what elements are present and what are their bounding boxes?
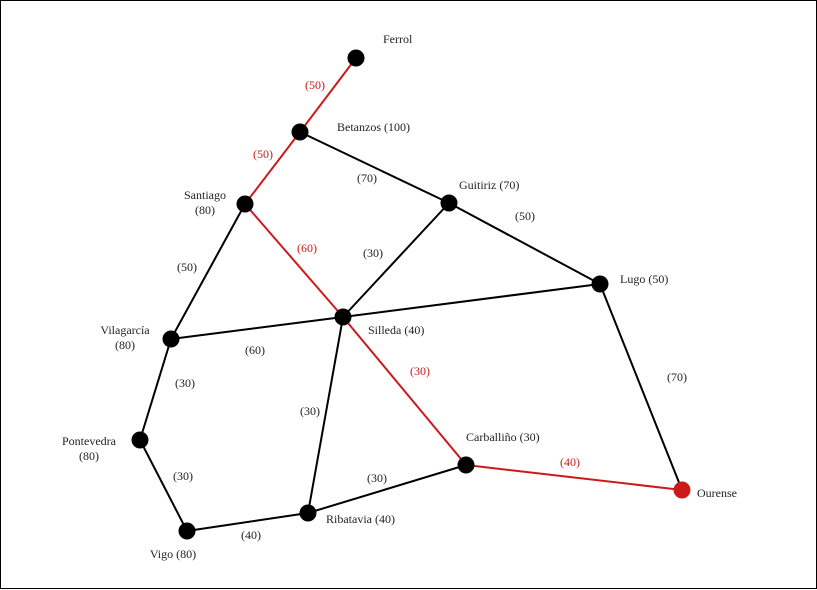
nodes-layer [131,49,691,540]
edge-vilagarcia-silleda [170,316,344,340]
edge-weight-silleda-carballino: (30) [410,364,430,378]
edge-ferrol-betanzos [299,57,357,133]
edge-weight-santiago-silleda: (60) [297,241,317,255]
node-label-line: Ourense [697,486,737,500]
edge-weight-silleda-ribatavia: (30) [300,404,320,418]
edge-weight-santiago-vilagarcia: (50) [177,260,197,274]
node-label-line: Vigo (80) [150,547,196,561]
edge-weight-ribatavia-carballino: (30) [367,471,387,485]
node-label-line: Pontevedra [62,434,117,448]
edge-guitiriz-lugo [448,202,601,285]
edge-weight-pontevedra-vigo: (30) [173,469,193,483]
node-ferrol [347,49,365,67]
edge-weight-ferrol-betanzos: (50) [305,78,325,92]
node-ourense [673,481,691,499]
node-label-ribatavia: Ribatavia (40) [326,512,395,526]
node-label-line: Santiago [184,188,226,202]
edge-betanzos-santiago [244,131,301,205]
node-label-pontevedra: Pontevedra(80) [62,434,117,463]
node-label-line: Ferrol [383,32,413,46]
node-label-line: Ribatavia (40) [326,512,395,526]
node-carballino [457,456,475,474]
node-label-line: (80) [79,449,99,463]
node-lugo [591,275,609,293]
node-betanzos [291,123,309,141]
edge-weight-carballino-ourense: (40) [560,455,580,469]
edge-vilagarcia-pontevedra [139,338,172,441]
node-label-betanzos: Betanzos (100) [337,120,410,134]
node-guitiriz [440,194,458,212]
edge-lugo-ourense [599,283,683,491]
edge-silleda-carballino [342,316,467,466]
edge-weight-betanzos-santiago: (50) [253,147,273,161]
node-label-line: (80) [195,203,215,217]
edge-weight-guitiriz-silleda: (30) [363,246,383,260]
edge-weight-guitiriz-lugo: (50) [515,209,535,223]
node-label-silleda: Silleda (40) [368,323,424,337]
node-label-line: Carballiño (30) [466,430,540,444]
edge-weight-vilagarcia-pontevedra: (30) [175,376,195,390]
node-vilagarcia [162,330,180,348]
node-ribatavia [299,504,317,522]
node-label-ourense: Ourense [697,486,737,500]
edge-weight-vilagarcia-silleda: (60) [245,343,265,357]
node-label-guitiriz: Guitiriz (70) [459,178,519,192]
edge-silleda-ribatavia [307,316,344,514]
edges-layer [139,57,683,532]
node-label-line: Betanzos (100) [337,120,410,134]
node-label-line: Guitiriz (70) [459,178,519,192]
node-label-ferrol: Ferrol [383,32,413,46]
node-label-line: (80) [115,338,135,352]
edge-ribatavia-carballino [307,464,467,514]
edge-weight-lugo-ourense: (70) [667,370,687,384]
node-label-line: Lugo (50) [620,272,668,286]
node-label-carballino: Carballiño (30) [466,430,540,444]
edge-silleda-lugo [342,283,601,318]
node-silleda [334,308,352,326]
node-label-vilagarcia: Vilagarcía(80) [100,323,150,352]
node-santiago [236,195,254,213]
edge-weight-vigo-ribatavia: (40) [241,528,261,542]
edge-pontevedra-vigo [139,439,188,532]
node-label-lugo: Lugo (50) [620,272,668,286]
node-label-vigo: Vigo (80) [150,547,196,561]
edge-betanzos-guitiriz [299,131,450,204]
edge-weight-betanzos-guitiriz: (70) [357,171,377,185]
edge-guitiriz-silleda [342,202,450,318]
edge-carballino-ourense [465,464,683,491]
node-label-line: Silleda (40) [368,323,424,337]
node-pontevedra [131,431,149,449]
edge-santiago-vilagarcia [170,203,246,340]
edge-vigo-ribatavia [186,512,309,532]
node-vigo [178,522,196,540]
edge-weights-layer: (50) (50) (70) (50) (30) (60) (50) (60) (70) (30)… [173,78,687,542]
edge-santiago-silleda [244,203,344,318]
node-label-line: Vilagarcía [100,323,150,337]
node-label-santiago: Santiago(80) [184,188,226,217]
